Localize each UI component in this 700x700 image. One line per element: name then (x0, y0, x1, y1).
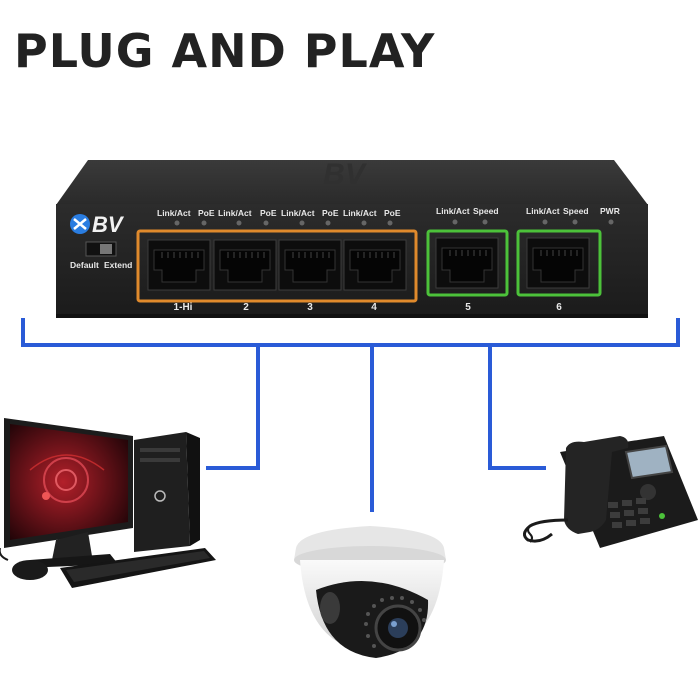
svg-text:Speed: Speed (473, 206, 499, 216)
mode-slider-knob[interactable] (100, 244, 112, 254)
poe-port-4[interactable] (343, 239, 407, 291)
svg-text:Link/Act: Link/Act (526, 206, 560, 216)
uplink-leds (452, 219, 614, 225)
uplink-port-6[interactable] (516, 229, 602, 297)
page-title: PLUG AND PLAY (14, 24, 436, 78)
port-number-3: 3 (307, 302, 313, 313)
brand-logo: BV (70, 212, 125, 237)
poe-ports-outline (136, 229, 418, 303)
svg-text:Link/Act: Link/Act (157, 208, 191, 218)
switch-top (56, 160, 648, 205)
port-number-1: 1-Hi (174, 302, 193, 313)
svg-text:PoE: PoE (384, 208, 401, 218)
poe-leds (174, 220, 393, 226)
mode-label-extend: Extend (104, 260, 132, 270)
poe-port-2[interactable] (213, 239, 277, 291)
port-number-2: 2 (243, 302, 249, 313)
desktop-computer (0, 418, 216, 588)
port-number-5: 5 (465, 302, 471, 313)
svg-text:Speed: Speed (563, 206, 589, 216)
poe-led-labels: Link/Act PoE Link/Act PoE Link/Act PoE L… (157, 208, 401, 218)
poe-port-3[interactable] (278, 239, 342, 291)
power-label: PWR (600, 206, 620, 216)
port-number-4: 4 (371, 302, 377, 313)
svg-text:PoE: PoE (260, 208, 277, 218)
poe-port-1[interactable] (147, 239, 211, 291)
uplink-port-5[interactable] (426, 229, 509, 297)
connection-lines (21, 318, 680, 512)
svg-text:Link/Act: Link/Act (436, 206, 470, 216)
svg-text:Link/Act: Link/Act (218, 208, 252, 218)
svg-text:Link/Act: Link/Act (343, 208, 377, 218)
svg-text:PoE: PoE (322, 208, 339, 218)
svg-text:PoE: PoE (198, 208, 215, 218)
poe-switch: BV BV Default Extend Link/Act PoE Link/A… (56, 158, 648, 318)
dome-camera (294, 526, 446, 658)
svg-text:Link/Act: Link/Act (281, 208, 315, 218)
port-number-6: 6 (556, 302, 562, 313)
power-led (608, 219, 614, 225)
uplink-led-labels: Link/Act Speed Link/Act Speed PWR (436, 206, 620, 216)
ip-phone (523, 436, 698, 548)
brand-name: BV (92, 212, 125, 237)
mode-label-default: Default (70, 260, 99, 270)
svg-text:BV: BV (323, 158, 368, 191)
